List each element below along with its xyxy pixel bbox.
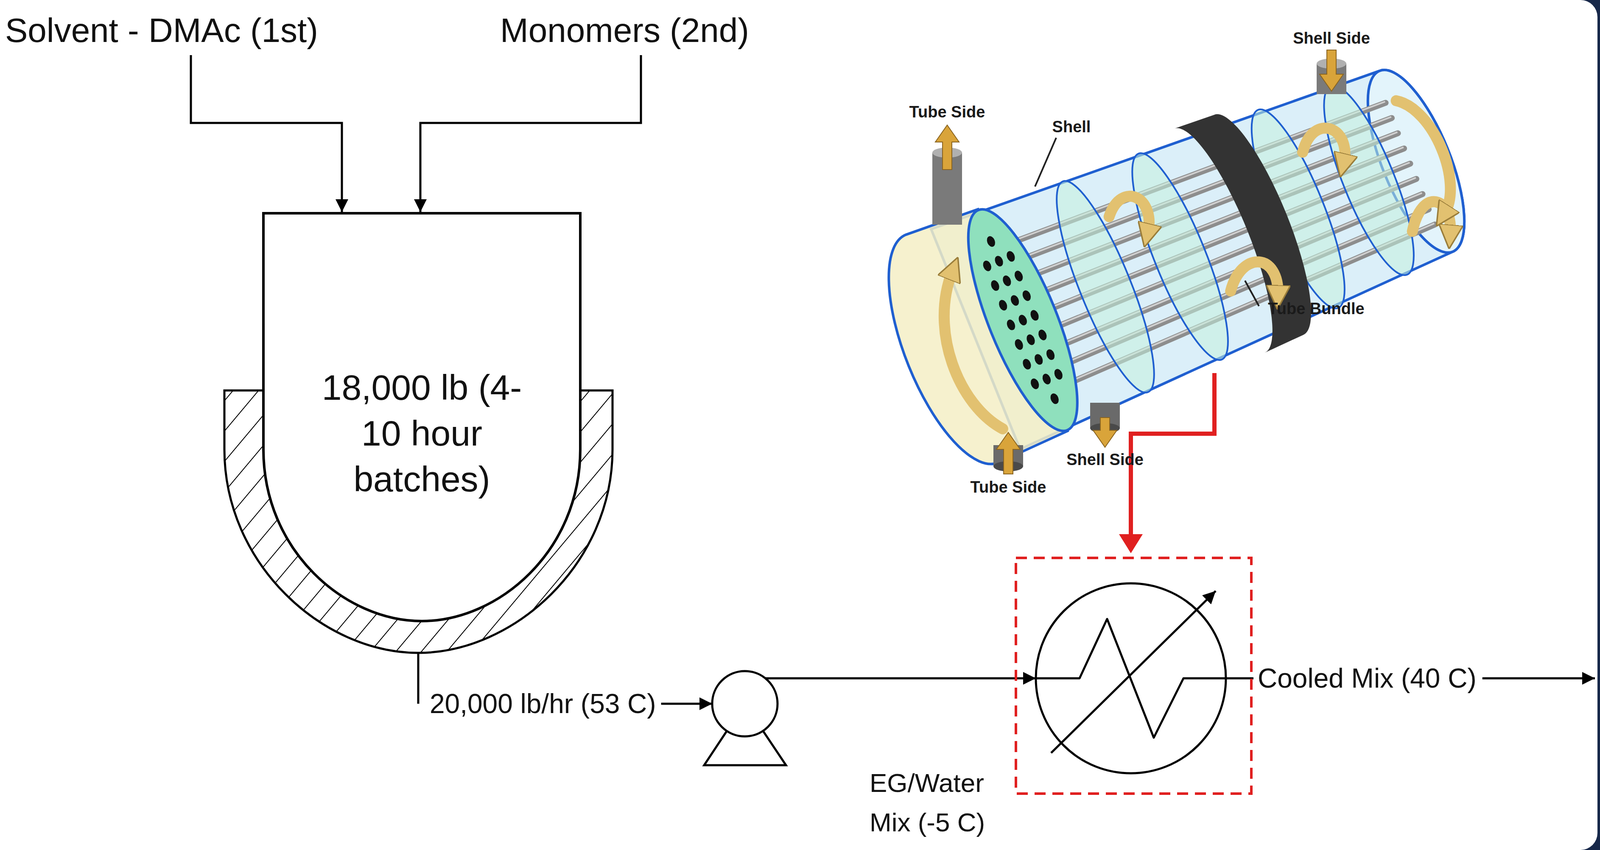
coolant-label: EG/Water Mix (-5 C) [869,763,1010,843]
part-label: Tube Bundle [1267,299,1365,319]
tube-hole [1025,333,1037,347]
tube-hole [1033,352,1045,367]
tube-hole [1020,289,1033,303]
shell-and-tube-exchanger [862,34,1494,481]
tube-hole [985,234,997,249]
tube-hole [1005,249,1017,263]
tube-hole [997,299,1009,313]
stream-label: 20,000 lb/hr (53 C) [429,688,657,721]
outlet-line [1225,677,1254,680]
nozzle-flow-arrows [935,50,1344,475]
port-label: Tube Side [970,478,1047,498]
tube-hole [1052,367,1064,381]
tube-hole [1009,293,1021,308]
tube-hole [1048,392,1061,406]
tube-hole [981,259,993,273]
stream-label: Cooled Mix (40 C) [1257,662,1477,696]
tube-hole [1005,318,1017,332]
heat-exchanger-symbol [1035,583,1226,774]
port-label: Tube Side [909,102,986,123]
tube-hole [1029,308,1041,322]
tube-hole [1037,328,1049,342]
port-label: Shell Side [1292,28,1371,49]
baffles [1039,65,1435,402]
reactor-vessel: 18,000 lb (4-10 hour batches) [262,212,582,623]
tube-hole [1029,377,1041,391]
feed-source: Solvent - DMAc (1st) [5,10,319,51]
tube-hole [1012,269,1024,283]
port-label: Shell Side [1066,450,1144,470]
feed-label: Monomers (2nd) [500,10,750,51]
tube-hole [1040,372,1052,387]
cooled-outlet-arrow [1482,677,1595,680]
tube-hole [1021,358,1033,372]
tube-hole [989,279,1001,293]
highlight-box [1015,558,1252,795]
tube-holes [973,230,1072,411]
tube-hole [1044,348,1056,362]
feed-line [190,55,342,213]
leader-lines [1034,137,1259,307]
flow-arrows [918,80,1478,438]
tube-hole [993,254,1005,269]
feed-line [420,55,641,213]
pump-symbol [704,671,787,766]
nozzles [932,58,1347,472]
tube-hole [1017,313,1029,328]
outlet-pipe [417,653,420,705]
vessel-label: 18,000 lb (4-10 hour batches) [320,364,524,503]
pump-feed-arrow [661,703,713,706]
tube-hole [1013,338,1025,352]
part-label: Shell [1052,117,1091,138]
vessel-wall [263,213,581,622]
pump-discharge [765,677,1036,680]
feed-label: Solvent - DMAc (1st) [5,10,319,51]
tube-hole [1001,274,1013,288]
feed-source: Monomers (2nd) [500,10,750,51]
